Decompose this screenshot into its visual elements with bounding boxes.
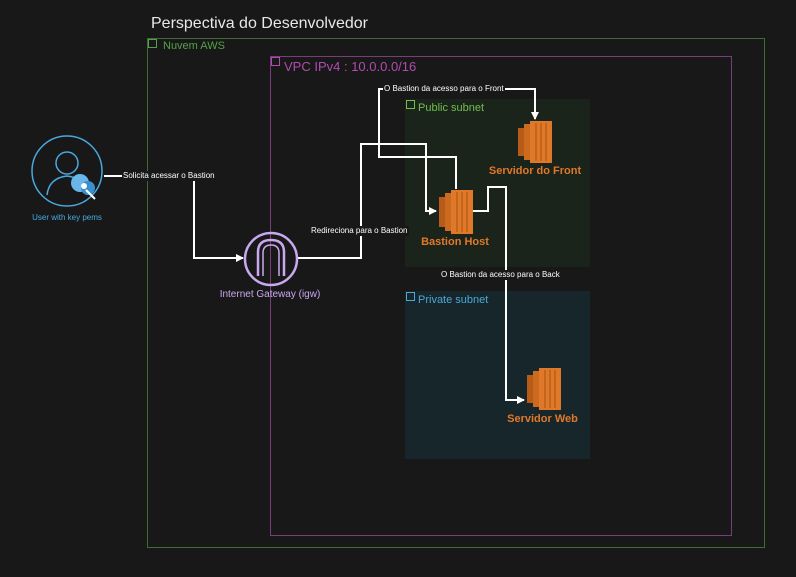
web-server-ec2-icon: [527, 368, 561, 410]
vpc-icon: [271, 57, 280, 66]
edge-label-igw-to-bastion: Redireciona para o Bastion: [310, 226, 409, 236]
edge-user-to-igw: [104, 175, 244, 262]
lock-icon: [406, 100, 415, 109]
vpc-label: VPC IPv4 : 10.0.0.0/16: [284, 59, 417, 74]
lock-icon: [406, 292, 415, 301]
vpc-group: [270, 56, 732, 536]
front-server-label: Servidor do Front: [488, 165, 582, 177]
cloud-icon: [148, 39, 157, 48]
edge-label-user-to-igw: Solicita acessar o Bastion: [122, 171, 216, 181]
edge-label-bastion-to-front: O Bastion da acesso para o Front: [383, 84, 505, 94]
front-server-ec2-icon: [518, 121, 552, 163]
bastion-host-ec2-icon: [439, 190, 473, 234]
edge-bastion-to-front: [378, 88, 539, 189]
private-subnet-label: Private subnet: [418, 294, 489, 306]
public-subnet-label: Public subnet: [418, 102, 485, 114]
edge-bastion-to-web: [473, 186, 525, 404]
bastion-host-label: Bastion Host: [421, 236, 489, 248]
aws-cloud-group: [147, 38, 765, 548]
page-title: Perspectiva do Desenvolvedor: [151, 15, 369, 32]
internet-gateway-label: Internet Gateway (igw): [219, 289, 321, 300]
public-subnet-group: [405, 99, 590, 267]
internet-gateway-icon: [243, 231, 299, 287]
aws-cloud-label: Nuvem AWS: [163, 40, 225, 52]
edge-igw-to-bastion: [298, 143, 437, 259]
user-label: User with key pems: [32, 213, 102, 222]
edge-label-bastion-to-web: O Bastion da acesso para o Back: [440, 270, 561, 280]
web-server-label: Servidor Web: [507, 413, 578, 425]
key-icon: [71, 174, 96, 200]
